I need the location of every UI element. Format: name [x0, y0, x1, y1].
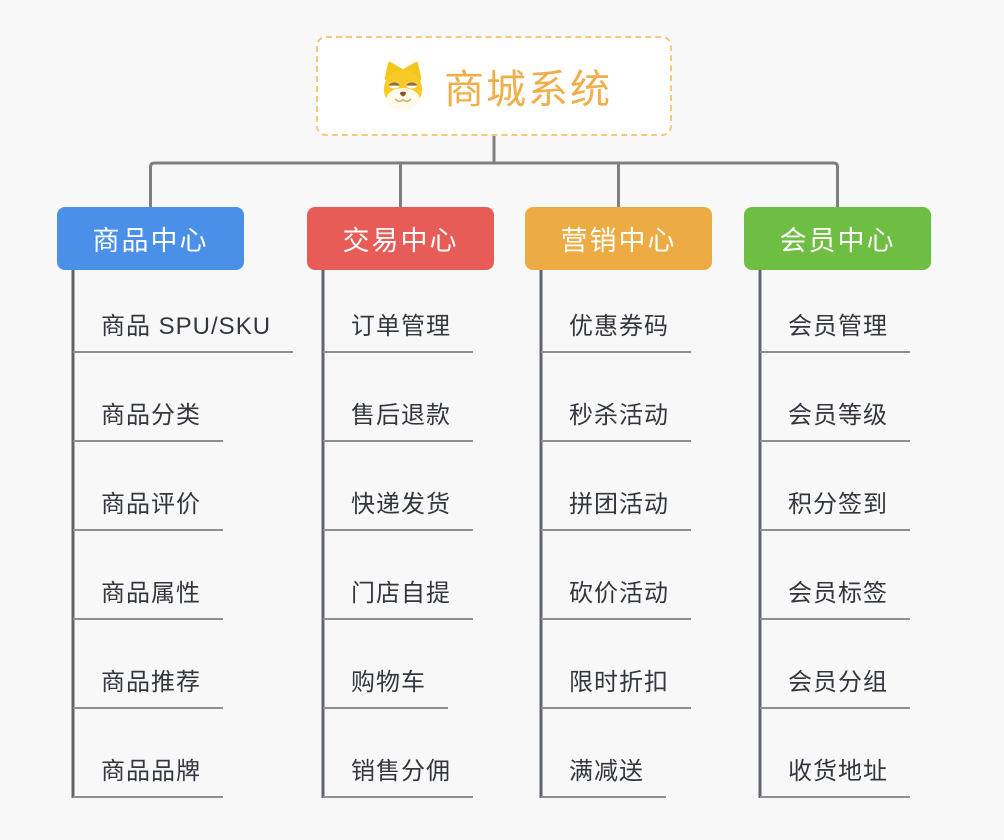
leaf-node[interactable]: 会员标签	[760, 582, 910, 620]
leaf-node[interactable]: 积分签到	[760, 493, 910, 531]
leaf-node[interactable]: 商品 SPU/SKU	[73, 315, 294, 353]
leaf-node[interactable]: 满减送	[541, 760, 666, 798]
branch-node-3[interactable]: 营销中心	[525, 207, 712, 270]
leaf-node[interactable]: 优惠券码	[541, 315, 691, 353]
leaf-node[interactable]: 秒杀活动	[541, 404, 691, 442]
leaf-node[interactable]: 订单管理	[323, 315, 473, 353]
leaf-node[interactable]: 购物车	[323, 671, 448, 709]
leaf-node[interactable]: 拼团活动	[541, 493, 691, 531]
leaf-node[interactable]: 售后退款	[323, 404, 473, 442]
branch-label: 营销中心	[560, 226, 677, 256]
leaf-node[interactable]: 门店自提	[323, 582, 473, 620]
root-node[interactable]: 商城系统	[316, 36, 672, 136]
leaf-node[interactable]: 会员管理	[760, 315, 910, 353]
root-title: 商城系统	[444, 68, 612, 112]
branch-label: 会员中心	[779, 226, 896, 256]
leaf-node[interactable]: 限时折扣	[541, 671, 691, 709]
leaf-node[interactable]: 销售分佣	[323, 760, 473, 798]
leaf-node[interactable]: 收货地址	[760, 760, 910, 798]
doge-icon	[376, 61, 430, 111]
leaf-node[interactable]: 砍价活动	[541, 582, 691, 620]
leaf-node[interactable]: 商品品牌	[73, 760, 223, 798]
branch-node-4[interactable]: 会员中心	[744, 207, 931, 270]
leaf-node[interactable]: 商品推荐	[73, 671, 223, 709]
leaf-node[interactable]: 商品属性	[73, 582, 223, 620]
leaf-node[interactable]: 会员分组	[760, 671, 910, 709]
branch-label: 交易中心	[342, 226, 459, 256]
branch-node-2[interactable]: 交易中心	[307, 207, 494, 270]
leaf-node[interactable]: 会员等级	[760, 404, 910, 442]
branch-label: 商品中心	[92, 226, 209, 256]
branch-node-1[interactable]: 商品中心	[57, 207, 244, 270]
leaf-node[interactable]: 快递发货	[323, 493, 473, 531]
leaf-node[interactable]: 商品分类	[73, 404, 223, 442]
leaf-node[interactable]: 商品评价	[73, 493, 223, 531]
